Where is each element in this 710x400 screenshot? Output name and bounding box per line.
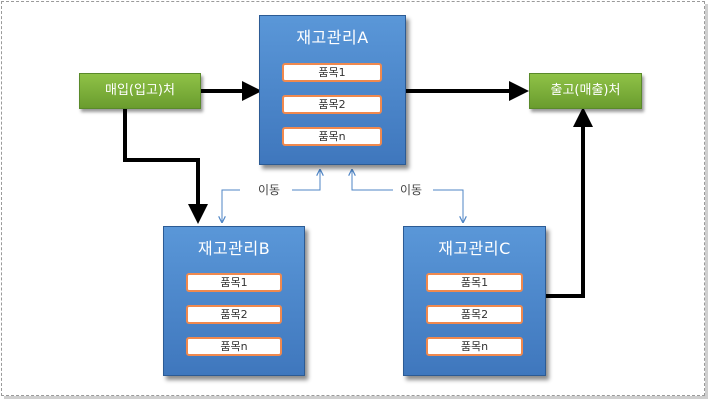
store-c-item-2: 품목2	[426, 305, 523, 324]
store-a-title: 재고관리A	[296, 28, 369, 47]
store-c: 재고관리C 품목1 품목2 품목n	[403, 226, 546, 376]
shipment-partner: 출고(매출)처	[529, 73, 642, 109]
store-c-item-3: 품목n	[426, 337, 523, 356]
store-a-item-3: 품목n	[282, 127, 382, 146]
transfer-label-ac: 이동	[400, 183, 423, 197]
store-a-item-2: 품목2	[282, 95, 382, 114]
transfer-label-ab: 이동	[258, 183, 281, 197]
store-b-item-2: 품목2	[186, 305, 282, 324]
store-a-item-1: 품목1	[282, 63, 382, 82]
store-c-title: 재고관리C	[438, 239, 511, 258]
store-c-item-1: 품목1	[426, 273, 523, 292]
purchase-partner: 매입(입고)처	[79, 73, 201, 109]
store-b: 재고관리B 품목1 품목2 품목n	[163, 226, 305, 376]
store-b-title: 재고관리B	[197, 239, 271, 258]
store-a: 재고관리A 품목1 품목2 품목n	[259, 15, 406, 165]
store-b-item-1: 품목1	[186, 273, 282, 292]
store-b-item-3: 품목n	[186, 337, 282, 356]
